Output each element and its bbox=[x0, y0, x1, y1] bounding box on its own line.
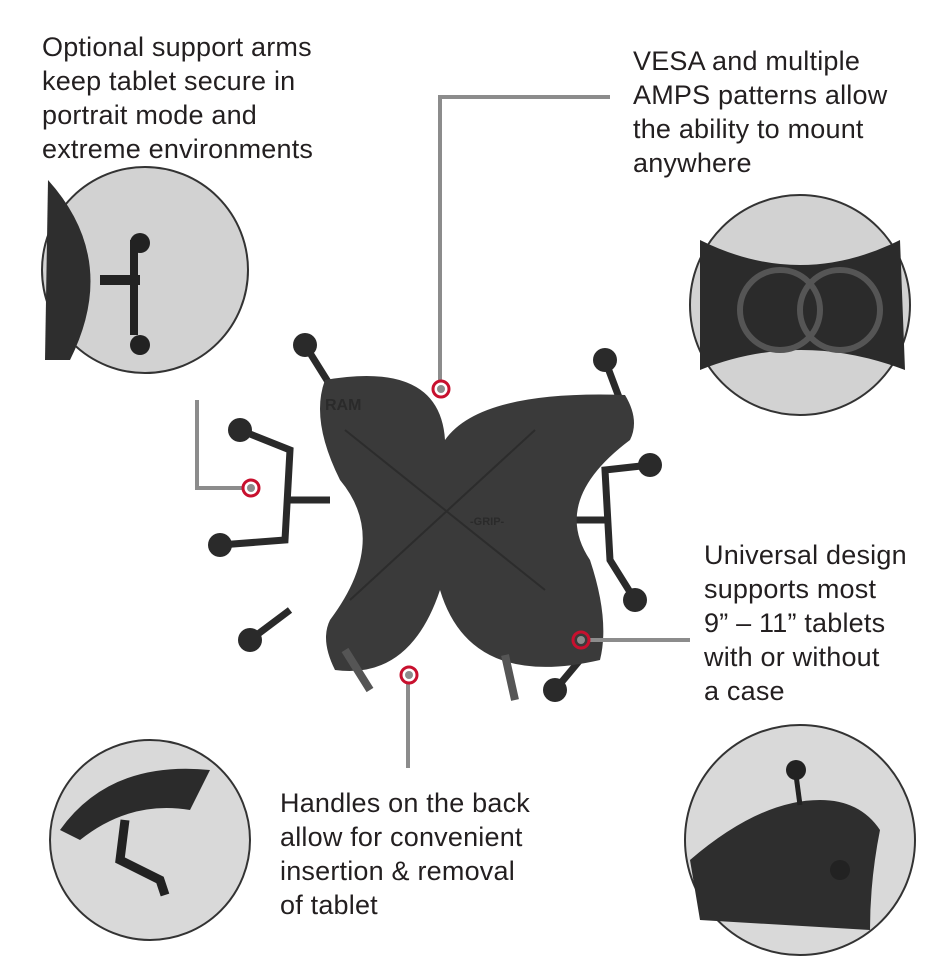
brand-marking: RAM bbox=[325, 397, 361, 414]
leader-lines bbox=[195, 95, 690, 768]
callout-handles: Handles on the back allow for convenient… bbox=[280, 786, 530, 922]
callout-vesa: VESA and multiple AMPS patterns allow th… bbox=[633, 44, 887, 180]
marker-universal bbox=[571, 630, 591, 650]
marker-vesa bbox=[431, 379, 451, 399]
callout-line: allow for convenient bbox=[280, 822, 523, 852]
marker-handles bbox=[399, 665, 419, 685]
callout-line: of tablet bbox=[280, 890, 378, 920]
grip-marking: -GRIP- bbox=[470, 516, 505, 528]
callout-line: with or without bbox=[704, 642, 880, 672]
callout-line: Universal design bbox=[704, 540, 907, 570]
callout-universal-design: Universal design supports most 9” – 11” … bbox=[704, 538, 907, 708]
callout-line: a case bbox=[704, 676, 785, 706]
callout-line: VESA and multiple bbox=[633, 46, 861, 76]
callout-line: 9” – 11” tablets bbox=[704, 608, 886, 638]
callout-support-arms: Optional support arms keep tablet secure… bbox=[42, 30, 313, 166]
leader-line-support-arms bbox=[195, 400, 244, 490]
callout-line: the ability to mount bbox=[633, 114, 864, 144]
marker-support-arms bbox=[241, 478, 261, 498]
callout-line: insertion & removal bbox=[280, 856, 515, 886]
callout-line: AMPS patterns allow bbox=[633, 80, 888, 110]
callout-line: Optional support arms bbox=[42, 32, 312, 62]
detail-circle-universal-design bbox=[684, 724, 916, 956]
x-grip-cradle: RAM -GRIP- bbox=[208, 333, 662, 720]
detail-circle-handles bbox=[49, 739, 251, 941]
callout-line: Handles on the back bbox=[280, 788, 530, 818]
callout-line: keep tablet secure in bbox=[42, 66, 296, 96]
detail-circle-vesa-pattern bbox=[689, 194, 911, 416]
callout-line: supports most bbox=[704, 574, 877, 604]
detail-circle-support-arms bbox=[41, 166, 249, 374]
leader-line-vesa bbox=[438, 95, 610, 382]
callout-line: anywhere bbox=[633, 148, 752, 178]
callout-line: extreme environments bbox=[42, 134, 314, 164]
callout-line: portrait mode and bbox=[42, 100, 258, 130]
